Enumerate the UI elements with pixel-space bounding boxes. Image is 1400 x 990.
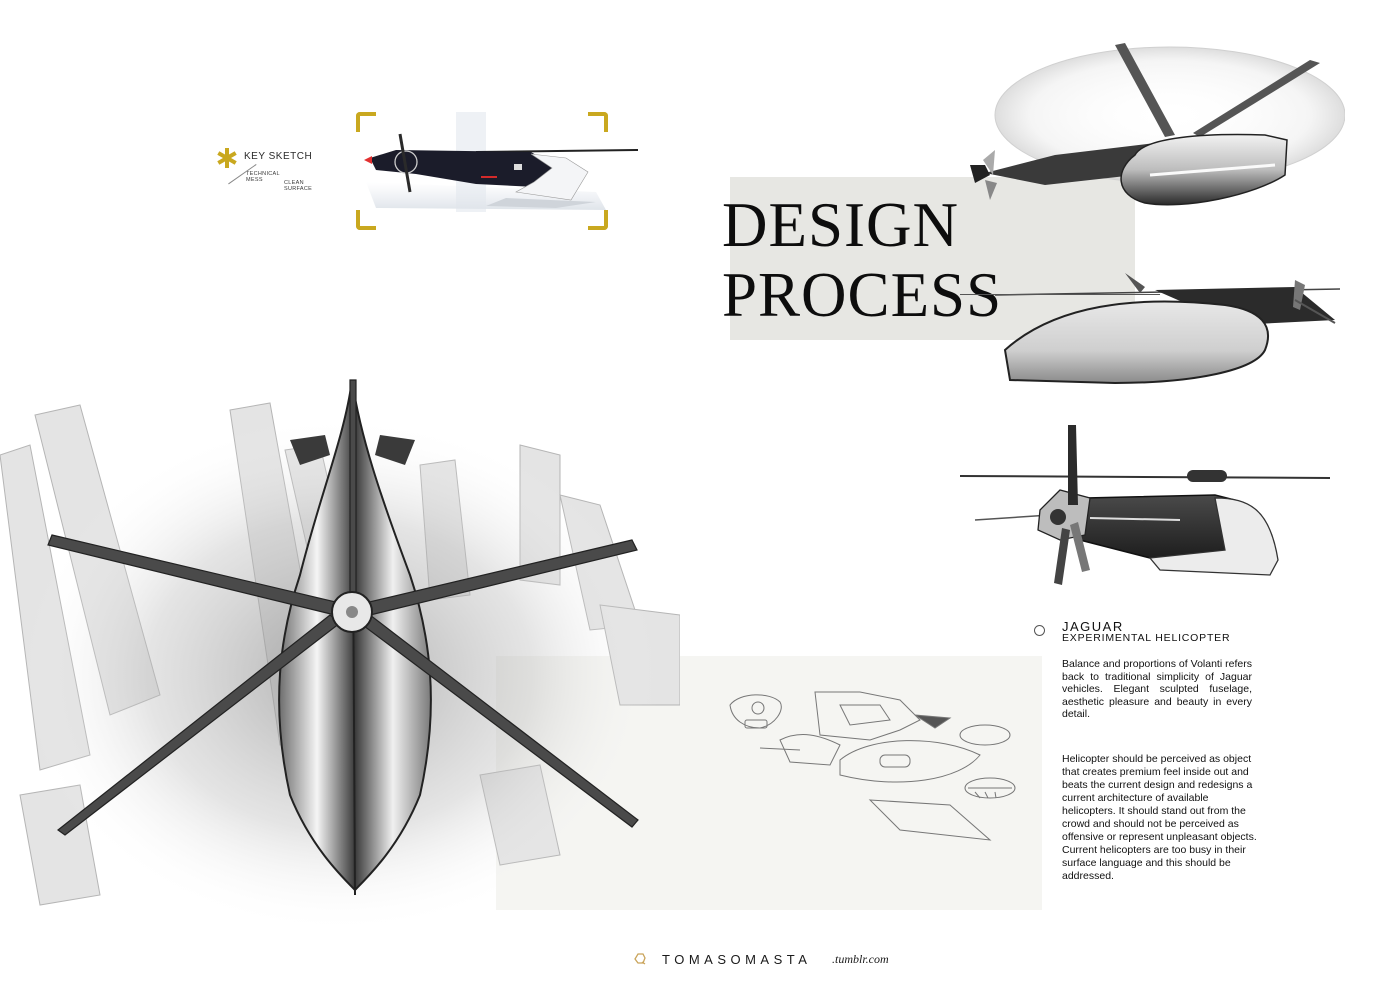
logo-icon: [634, 953, 646, 965]
clean-surface-label: CLEAN SURFACE: [284, 180, 313, 192]
title-line-2: PROCESS: [722, 260, 1003, 330]
main-top-down-helicopter-illustration: [0, 379, 680, 935]
author-name: TOMASOMASTA: [662, 952, 812, 967]
helicopter-side-view-sketch: [970, 43, 1345, 206]
asterisk-icon: [216, 147, 238, 169]
title-background: [730, 177, 1135, 340]
key-sketch-title: KEY SKETCH: [244, 151, 313, 162]
author-domain: .tumblr.com: [832, 952, 889, 966]
technical-mess-label: TECHNICAL MESS: [246, 171, 280, 183]
key-sketch-frame: [356, 112, 639, 230]
description-subtitle: EXPERIMENTAL HELICOPTER: [1062, 632, 1231, 644]
key-sketch-legend: KEY SKETCH TECHNICAL MESS CLEAN SURFACE: [216, 147, 326, 207]
helicopter-reverse-side-sketch: [995, 273, 1340, 385]
description-paragraph-1: Balance and proportions of Volanti refer…: [1062, 658, 1252, 720]
frame-corner: [588, 112, 608, 132]
key-sketch-helicopter-illustration: [364, 112, 639, 212]
title-line-1: DESIGN: [722, 190, 959, 260]
description-paragraph-2: Helicopter should be perceived as object…: [1062, 753, 1257, 882]
frame-corner: [588, 210, 608, 230]
description-title: JAGUAR: [1062, 619, 1124, 634]
title-underline-rotor: [960, 294, 1160, 295]
frame-corner: [356, 112, 376, 132]
component-detail-sketches: [729, 691, 1016, 841]
bullet-circle-icon: [1034, 625, 1045, 636]
helicopter-front-view-sketch: [959, 425, 1331, 585]
page-title: DESIGN PROCESS: [722, 190, 1002, 330]
frame-corner: [356, 210, 376, 230]
